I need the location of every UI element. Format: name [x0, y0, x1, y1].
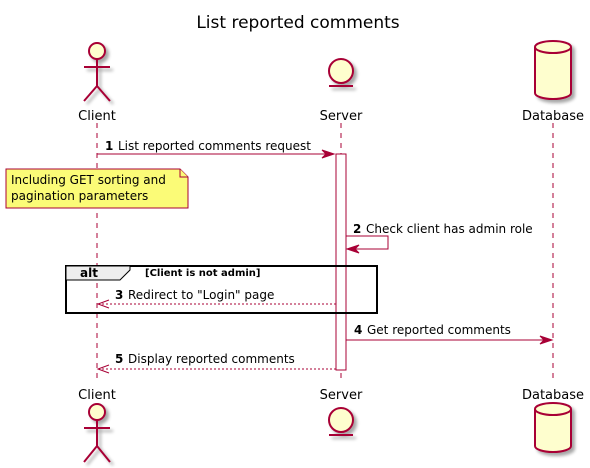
arrow-left-icon [96, 299, 110, 309]
client-label-bottom: Client [78, 388, 116, 403]
arrow-right-icon [539, 335, 554, 345]
server-entity-icon-bottom [328, 407, 354, 436]
server-activation-bar [335, 153, 347, 371]
diagram-title: List reported comments [196, 13, 399, 33]
client-actor-icon [83, 42, 111, 102]
message-4: 4 Get reported comments [346, 323, 554, 345]
svg-text:2: 2 [353, 222, 361, 236]
message-1: 1 List reported comments request [97, 139, 336, 159]
message-3: 3 Redirect to "Login" page [96, 288, 336, 309]
alt-keyword: alt [80, 266, 98, 280]
alt-condition: [Client is not admin] [145, 268, 260, 279]
svg-text:pagination parameters: pagination parameters [11, 189, 148, 203]
database-label-bottom: Database [522, 388, 584, 403]
svg-text:Including GET sorting and: Including GET sorting and [11, 173, 166, 187]
svg-text:Redirect to "Login" page: Redirect to "Login" page [128, 288, 274, 302]
svg-text:4: 4 [354, 323, 362, 337]
svg-text:Check client has admin role: Check client has admin role [366, 222, 533, 236]
arrow-left-icon [345, 244, 360, 254]
client-label-top: Client [78, 109, 116, 124]
alt-fragment: alt [Client is not admin] [65, 265, 378, 314]
server-label-top: Server [320, 109, 363, 124]
arrow-right-icon [321, 149, 336, 159]
svg-text:5: 5 [115, 352, 123, 366]
message-5: 5 Display reported comments [96, 352, 336, 374]
svg-text:3: 3 [115, 288, 123, 302]
svg-text:Display reported comments: Display reported comments [128, 352, 295, 366]
server-entity-icon [328, 58, 354, 87]
arrow-left-icon [96, 364, 110, 374]
note-sorting-pagination: Including GET sorting and pagination par… [5, 168, 189, 209]
svg-text:List reported comments request: List reported comments request [118, 139, 311, 153]
message-2: 2 Check client has admin role [345, 222, 533, 254]
client-actor-icon-bottom [83, 403, 111, 463]
svg-text:1: 1 [105, 139, 113, 153]
database-label-top: Database [522, 109, 584, 124]
svg-text:Get reported comments: Get reported comments [367, 323, 511, 337]
database-cylinder-icon [534, 40, 572, 100]
database-cylinder-icon-bottom [534, 402, 572, 453]
server-label-bottom: Server [320, 388, 363, 403]
